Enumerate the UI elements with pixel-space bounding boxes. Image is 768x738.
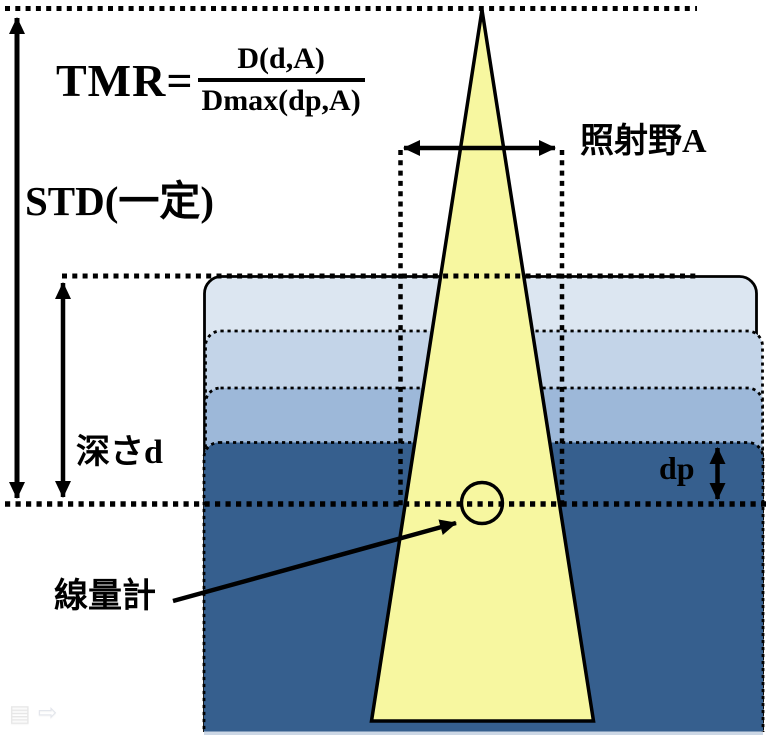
depth-label: 深さd	[76, 434, 163, 471]
tmr-formula: TMR= D(d,A) Dmax(dp,A)	[56, 42, 365, 118]
std-label: STD(一定)	[25, 178, 215, 224]
dosimeter-label: 線量計	[54, 578, 156, 615]
forward-icon: ⇨	[38, 700, 58, 726]
beam-cone	[369, 9, 596, 723]
phantom-bottom-edge	[204, 731, 763, 735]
formula-fraction: D(d,A) Dmax(dp,A)	[197, 42, 365, 118]
dosimeter-circle	[459, 480, 505, 526]
dosimeter-pointer-arrow	[172, 519, 457, 604]
formula-numerator: D(d,A)	[237, 42, 325, 75]
formula-lhs: TMR=	[56, 54, 194, 106]
formula-denominator: Dmax(dp,A)	[197, 78, 365, 118]
dp-label: dp	[659, 450, 695, 486]
field-size-label: 照射野A	[580, 123, 707, 160]
notes-icon: ▤	[9, 701, 31, 727]
